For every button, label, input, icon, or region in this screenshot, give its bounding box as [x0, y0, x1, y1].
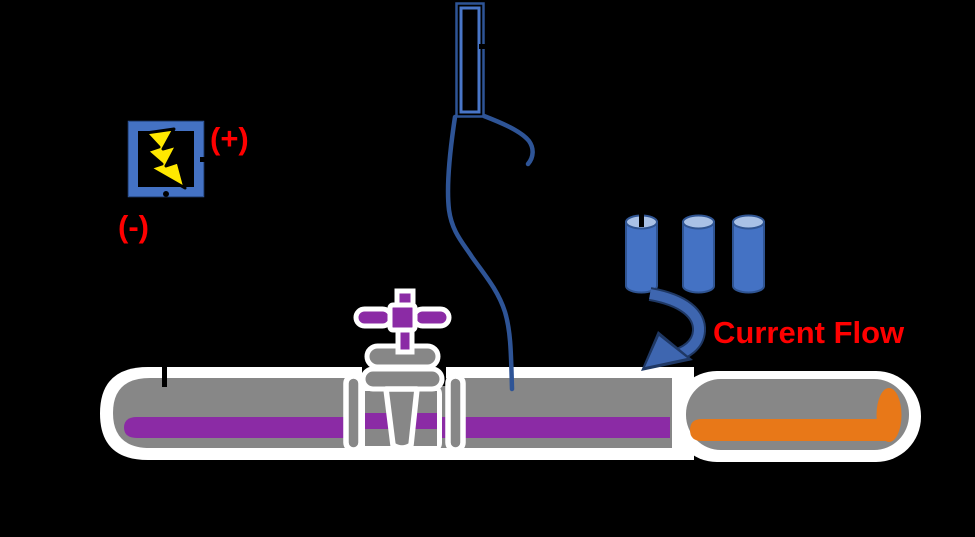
- valve-gate-wedge: [383, 386, 420, 451]
- valve-handle-right: [411, 306, 452, 329]
- anode-cylinder-1: [625, 213, 658, 294]
- power-source: [127, 120, 207, 198]
- anode-body: [625, 221, 658, 294]
- valve-bonnet-lower: [360, 366, 445, 392]
- curved-arrow-icon: [641, 287, 706, 371]
- probe-inner: [459, 6, 481, 114]
- valve-stem: [395, 327, 415, 355]
- arrow-head: [645, 336, 687, 367]
- valve-handle-left: [353, 306, 394, 329]
- current-flow-label: Current Flow: [713, 315, 905, 350]
- arrow-body: [649, 289, 704, 362]
- anode-ground-bed: [625, 213, 765, 294]
- probe-wire-right: [481, 113, 535, 167]
- negative-terminal-label: (-): [118, 209, 149, 244]
- anode-top: [732, 214, 765, 230]
- probe-rectangle-icon: [455, 2, 487, 118]
- probe-wire-left: [445, 114, 515, 392]
- anode-cylinder-2: [682, 214, 715, 294]
- valve-flange-right: [445, 373, 466, 453]
- anode-body: [732, 221, 765, 294]
- positive-terminal-label: (+): [210, 121, 249, 156]
- power-terminal-dot: [163, 191, 169, 197]
- pipe-connection-tick: [162, 366, 167, 387]
- valve-handle-center: [387, 302, 418, 333]
- pipe-bare-stripe: [690, 419, 889, 441]
- lightning-bolt-icon: [144, 127, 187, 190]
- probe-notch: [479, 44, 487, 49]
- pipe-open-end: [876, 388, 902, 442]
- anode-wire-notch: [639, 213, 644, 227]
- pipeline: [100, 288, 921, 462]
- anode-body: [682, 221, 715, 294]
- valve-flange-left: [343, 373, 364, 453]
- power-terminal-nub: [200, 157, 207, 162]
- gate-valve-icon: [343, 288, 466, 453]
- anode-top: [682, 214, 715, 230]
- anode-cylinder-3: [732, 214, 765, 294]
